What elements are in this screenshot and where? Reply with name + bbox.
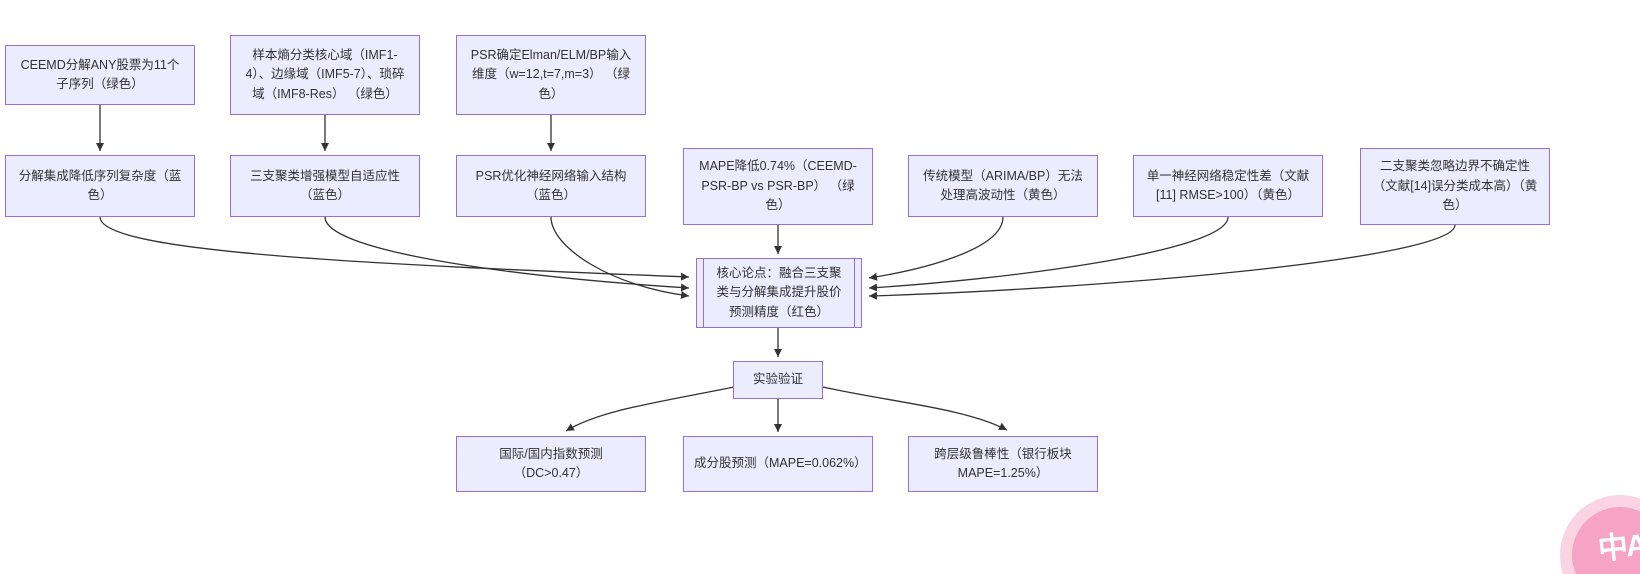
node-entropy: 样本熵分类核心域（IMF1-4）、边缘域（IMF5-7）、琐碎域（IMF8-Re… [230, 35, 420, 115]
edge-psropt-core [550, 216, 690, 299]
node-traditional: 传统模型（ARIMA/BP）无法处理高波动性（黄色） [908, 155, 1098, 217]
node-index-pred-label: 国际/国内指数预测（DC>0.47） [499, 446, 603, 480]
edge-experiment-index [565, 386, 735, 432]
node-stock-pred: 成分股预测（MAPE=0.062%） [683, 436, 873, 492]
edge-experiment-robust [822, 386, 1008, 431]
node-ceemd: CEEMD分解ANY股票为11个子序列（绿色） [5, 45, 195, 105]
edge-traditional-core [868, 216, 1004, 281]
node-psr-dim-label: PSR确定Elman/ELM/BP输入维度（w=12,t=7,m=3） （绿色） [470, 47, 632, 101]
node-decompose: 分解集成降低序列复杂度（蓝色） [5, 155, 195, 217]
node-two-way-label: 二支聚类忽略边界不确定性（文献[14]误分类成本高）（黄色） [1372, 159, 1538, 213]
node-stock-pred-label: 成分股预测（MAPE=0.062%） [694, 456, 867, 471]
node-psr-dim: PSR确定Elman/ELM/BP输入维度（w=12,t=7,m=3） （绿色） [456, 35, 646, 115]
node-traditional-label: 传统模型（ARIMA/BP）无法处理高波动性（黄色） [923, 168, 1083, 202]
node-index-pred: 国际/国内指数预测（DC>0.47） [456, 436, 646, 492]
node-experiment-label: 实验验证 [752, 372, 803, 387]
node-single-nn: 单一神经网络稳定性差（文献[11] RMSE>100）（黄色） [1133, 155, 1323, 217]
node-mape-label: MAPE降低0.74%（CEEMD-PSR-BP vs PSR-BP） （绿色） [699, 159, 857, 213]
subroutine-inner-line-left [703, 259, 704, 327]
subroutine-inner-line-right [854, 259, 855, 327]
node-core-thesis-label: 核心论点：融合三支聚类与分解集成提升股价预测精度（红色） [716, 265, 842, 319]
edge-twoway-core [868, 224, 1456, 300]
node-psr-opt-label: PSR优化神经网络输入结构（蓝色） [475, 168, 627, 202]
edge-decompose-core [99, 216, 690, 281]
node-experiment: 实验验证 [733, 361, 823, 399]
edge-singlenn-core [868, 216, 1229, 292]
node-decompose-label: 分解集成降低序列复杂度（蓝色） [18, 168, 182, 202]
node-mape: MAPE降低0.74%（CEEMD-PSR-BP vs PSR-BP） （绿色） [683, 148, 873, 225]
node-two-way: 二支聚类忽略边界不确定性（文献[14]误分类成本高）（黄色） [1360, 148, 1550, 225]
node-three-way-label: 三支聚类增强模型自适应性（蓝色） [249, 168, 400, 202]
node-robust-label: 跨层级鲁棒性（银行板块 MAPE=1.25%） [934, 446, 1072, 480]
node-entropy-label: 样本熵分类核心域（IMF1-4）、边缘域（IMF5-7）、琐碎域（IMF8-Re… [245, 47, 405, 101]
translate-badge-icon: 中A [1596, 528, 1640, 567]
node-core-thesis: 核心论点：融合三支聚类与分解集成提升股价预测精度（红色） [696, 258, 862, 328]
node-ceemd-label: CEEMD分解ANY股票为11个子序列（绿色） [20, 57, 180, 91]
node-three-way: 三支聚类增强模型自适应性（蓝色） [230, 155, 420, 217]
node-robust: 跨层级鲁棒性（银行板块 MAPE=1.25%） [908, 436, 1098, 492]
node-single-nn-label: 单一神经网络稳定性差（文献[11] RMSE>100）（黄色） [1146, 168, 1310, 202]
node-psr-opt: PSR优化神经网络输入结构（蓝色） [456, 155, 646, 217]
edge-threeway-core [324, 216, 690, 292]
